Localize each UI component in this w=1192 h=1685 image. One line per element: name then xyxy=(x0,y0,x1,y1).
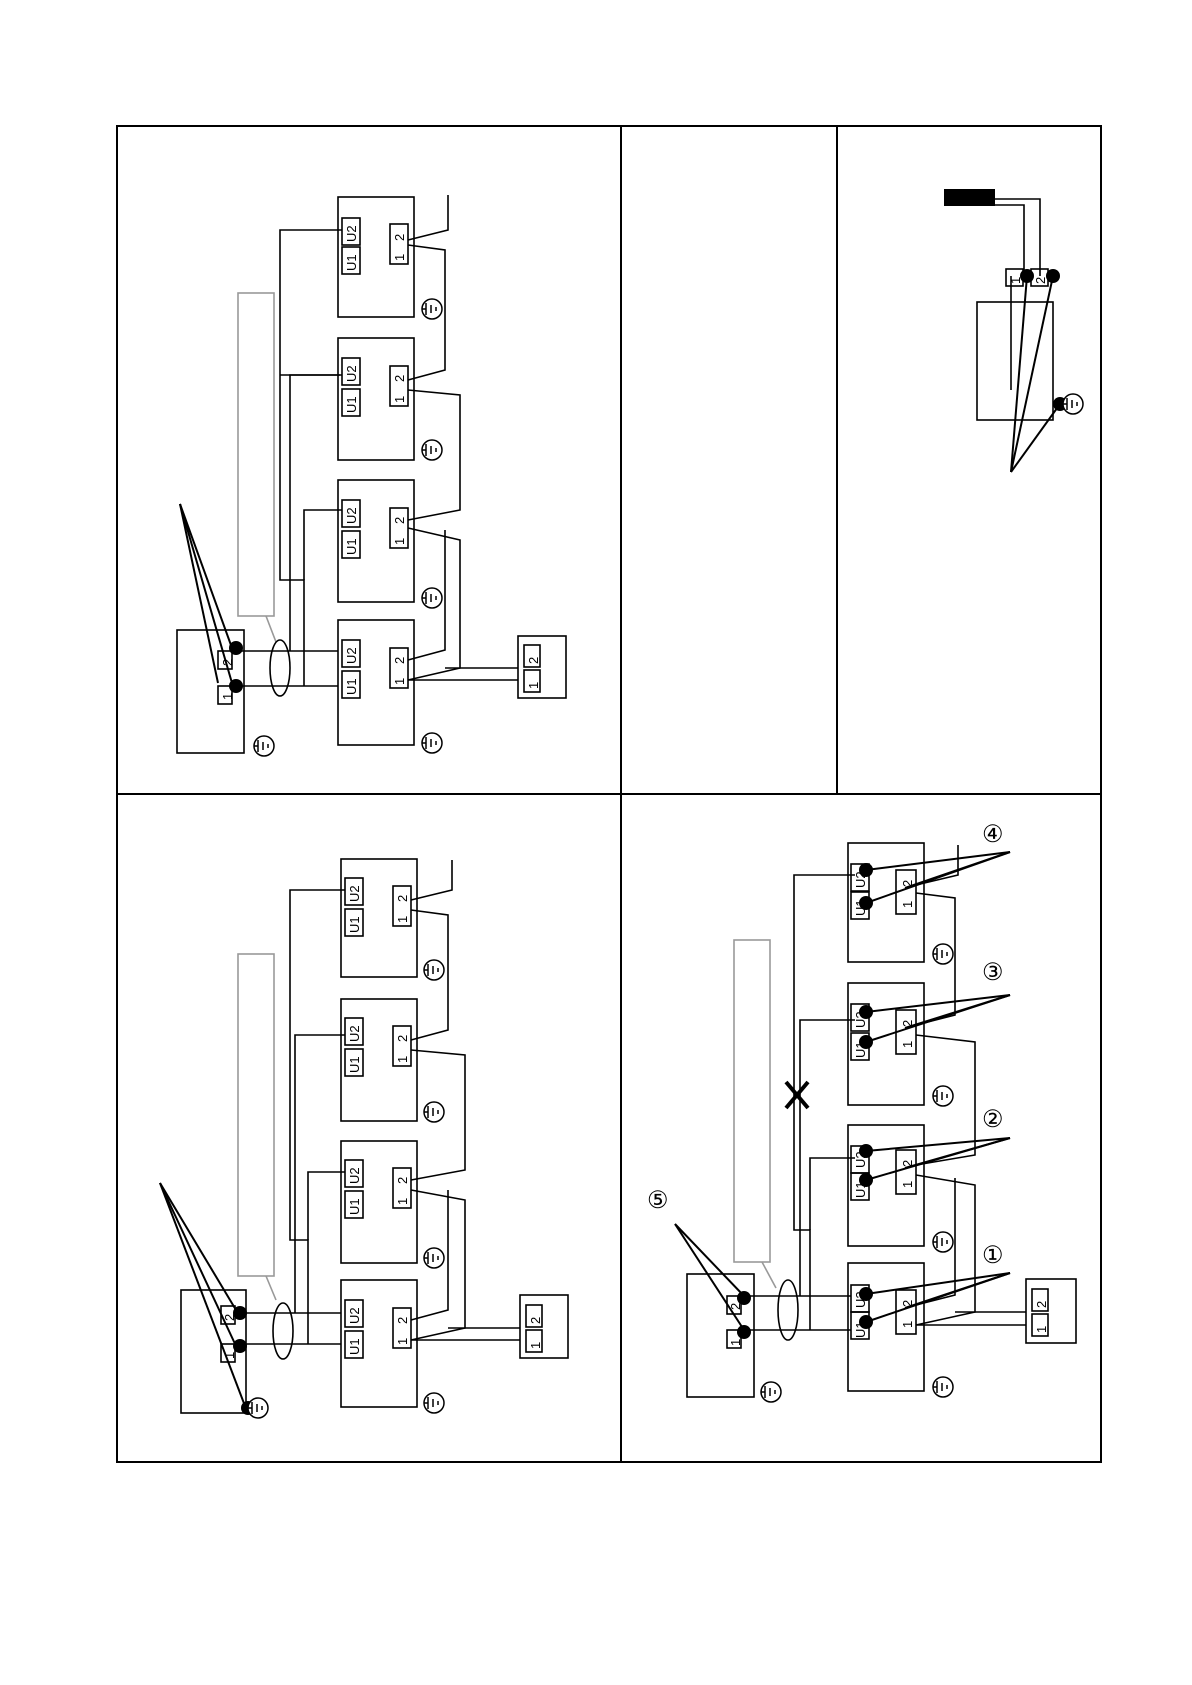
label-u1: U1 xyxy=(347,916,362,933)
panel-c-dots xyxy=(737,863,873,1339)
label-u2: U2 xyxy=(344,225,359,242)
label-u2: U2 xyxy=(853,1011,868,1028)
panel-b-dots xyxy=(233,1306,255,1415)
label-t2: 2 xyxy=(392,234,407,241)
label-u1: U1 xyxy=(853,899,868,916)
label-u2: U2 xyxy=(347,1307,362,1324)
label-t2: 2 xyxy=(900,1160,915,1167)
panel-a-dots xyxy=(229,641,243,693)
label-t2: 2 xyxy=(222,1314,237,1321)
label-t1: 1 xyxy=(395,1338,410,1345)
label-u1: U1 xyxy=(344,678,359,695)
frame xyxy=(117,126,1101,1462)
label-t2: 2 xyxy=(395,1035,410,1042)
label-u1: U1 xyxy=(347,1056,362,1073)
panel-c xyxy=(687,843,1076,1397)
marker-2: ② xyxy=(982,1106,1004,1133)
label-t2: 2 xyxy=(395,1177,410,1184)
panel-a-pointer xyxy=(180,504,232,683)
label-u2: U2 xyxy=(344,647,359,664)
label-u2: U2 xyxy=(344,507,359,524)
panel-a xyxy=(177,195,566,753)
label-t2: 2 xyxy=(728,1303,743,1310)
label-t2: 2 xyxy=(900,1020,915,1027)
label-t1: 1 xyxy=(222,1352,237,1359)
panel-b xyxy=(181,859,568,1413)
label-t1: 1 xyxy=(392,254,407,261)
label-t2: 2 xyxy=(1034,1301,1049,1308)
label-t1: 1 xyxy=(395,916,410,923)
panel-a-labels: U1 U2 1 2 U1 U2 1 2 U1 U2 1 2 U1 U2 1 2 … xyxy=(220,225,541,700)
label-t1: 1 xyxy=(392,538,407,545)
label-u2: U2 xyxy=(347,1167,362,1184)
panel-c-pointers xyxy=(675,852,1010,1330)
label-u1: U1 xyxy=(853,1181,868,1198)
label-t2: 2 xyxy=(526,657,541,664)
label-t1: 1 xyxy=(900,1321,915,1328)
label-t1: 1 xyxy=(528,1342,543,1349)
label-t2: 2 xyxy=(220,659,235,666)
label-u2: U2 xyxy=(344,365,359,382)
label-t1: 1 xyxy=(900,1041,915,1048)
label-t2: 2 xyxy=(528,1317,543,1324)
panel-d xyxy=(977,199,1060,472)
cross-mark-icon xyxy=(786,1082,808,1108)
label-t2: 2 xyxy=(392,517,407,524)
label-u1: U1 xyxy=(347,1338,362,1355)
sensor-probe-icon xyxy=(944,189,995,206)
label-t2: 2 xyxy=(395,1317,410,1324)
label-u2: U2 xyxy=(853,871,868,888)
panel-c-markers: ① ② ③ ④ ⑤ xyxy=(647,821,1004,1269)
panel-d-dots xyxy=(1020,269,1067,411)
label-t1: 1 xyxy=(392,396,407,403)
panel-b-pointer xyxy=(160,1183,245,1406)
marker-3: ③ xyxy=(982,959,1004,986)
label-t2: 2 xyxy=(392,657,407,664)
label-t2: 2 xyxy=(1033,277,1048,284)
label-t2: 2 xyxy=(392,375,407,382)
marker-4: ④ xyxy=(982,821,1004,848)
label-t1: 1 xyxy=(1008,277,1023,284)
label-t1: 1 xyxy=(395,1056,410,1063)
label-t1: 1 xyxy=(900,901,915,908)
label-u1: U1 xyxy=(344,254,359,271)
label-u1: U1 xyxy=(344,538,359,555)
label-t1: 1 xyxy=(392,678,407,685)
label-t1: 1 xyxy=(395,1198,410,1205)
label-t1: 1 xyxy=(220,693,235,700)
panel-b-grounds xyxy=(248,960,444,1418)
label-u2: U2 xyxy=(853,1291,868,1308)
label-t1: 1 xyxy=(526,682,541,689)
callout-box xyxy=(734,940,770,1262)
label-u2: U2 xyxy=(853,1151,868,1168)
unit-box xyxy=(977,302,1053,420)
callout-box xyxy=(238,954,274,1276)
marker-5: ⑤ xyxy=(647,1187,669,1214)
panel-d-grounds xyxy=(1063,394,1083,414)
label-t1: 1 xyxy=(1034,1326,1049,1333)
label-t2: 2 xyxy=(395,895,410,902)
label-u1: U1 xyxy=(853,1041,868,1058)
label-u1: U1 xyxy=(347,1198,362,1215)
label-t2: 2 xyxy=(900,880,915,887)
label-u2: U2 xyxy=(347,1025,362,1042)
label-u1: U1 xyxy=(344,396,359,413)
label-u2: U2 xyxy=(347,885,362,902)
callout-box xyxy=(238,293,274,616)
marker-1: ① xyxy=(982,1242,1004,1269)
label-t1: 1 xyxy=(728,1339,743,1346)
label-t1: 1 xyxy=(900,1181,915,1188)
label-u1: U1 xyxy=(853,1321,868,1338)
label-t2: 2 xyxy=(900,1300,915,1307)
